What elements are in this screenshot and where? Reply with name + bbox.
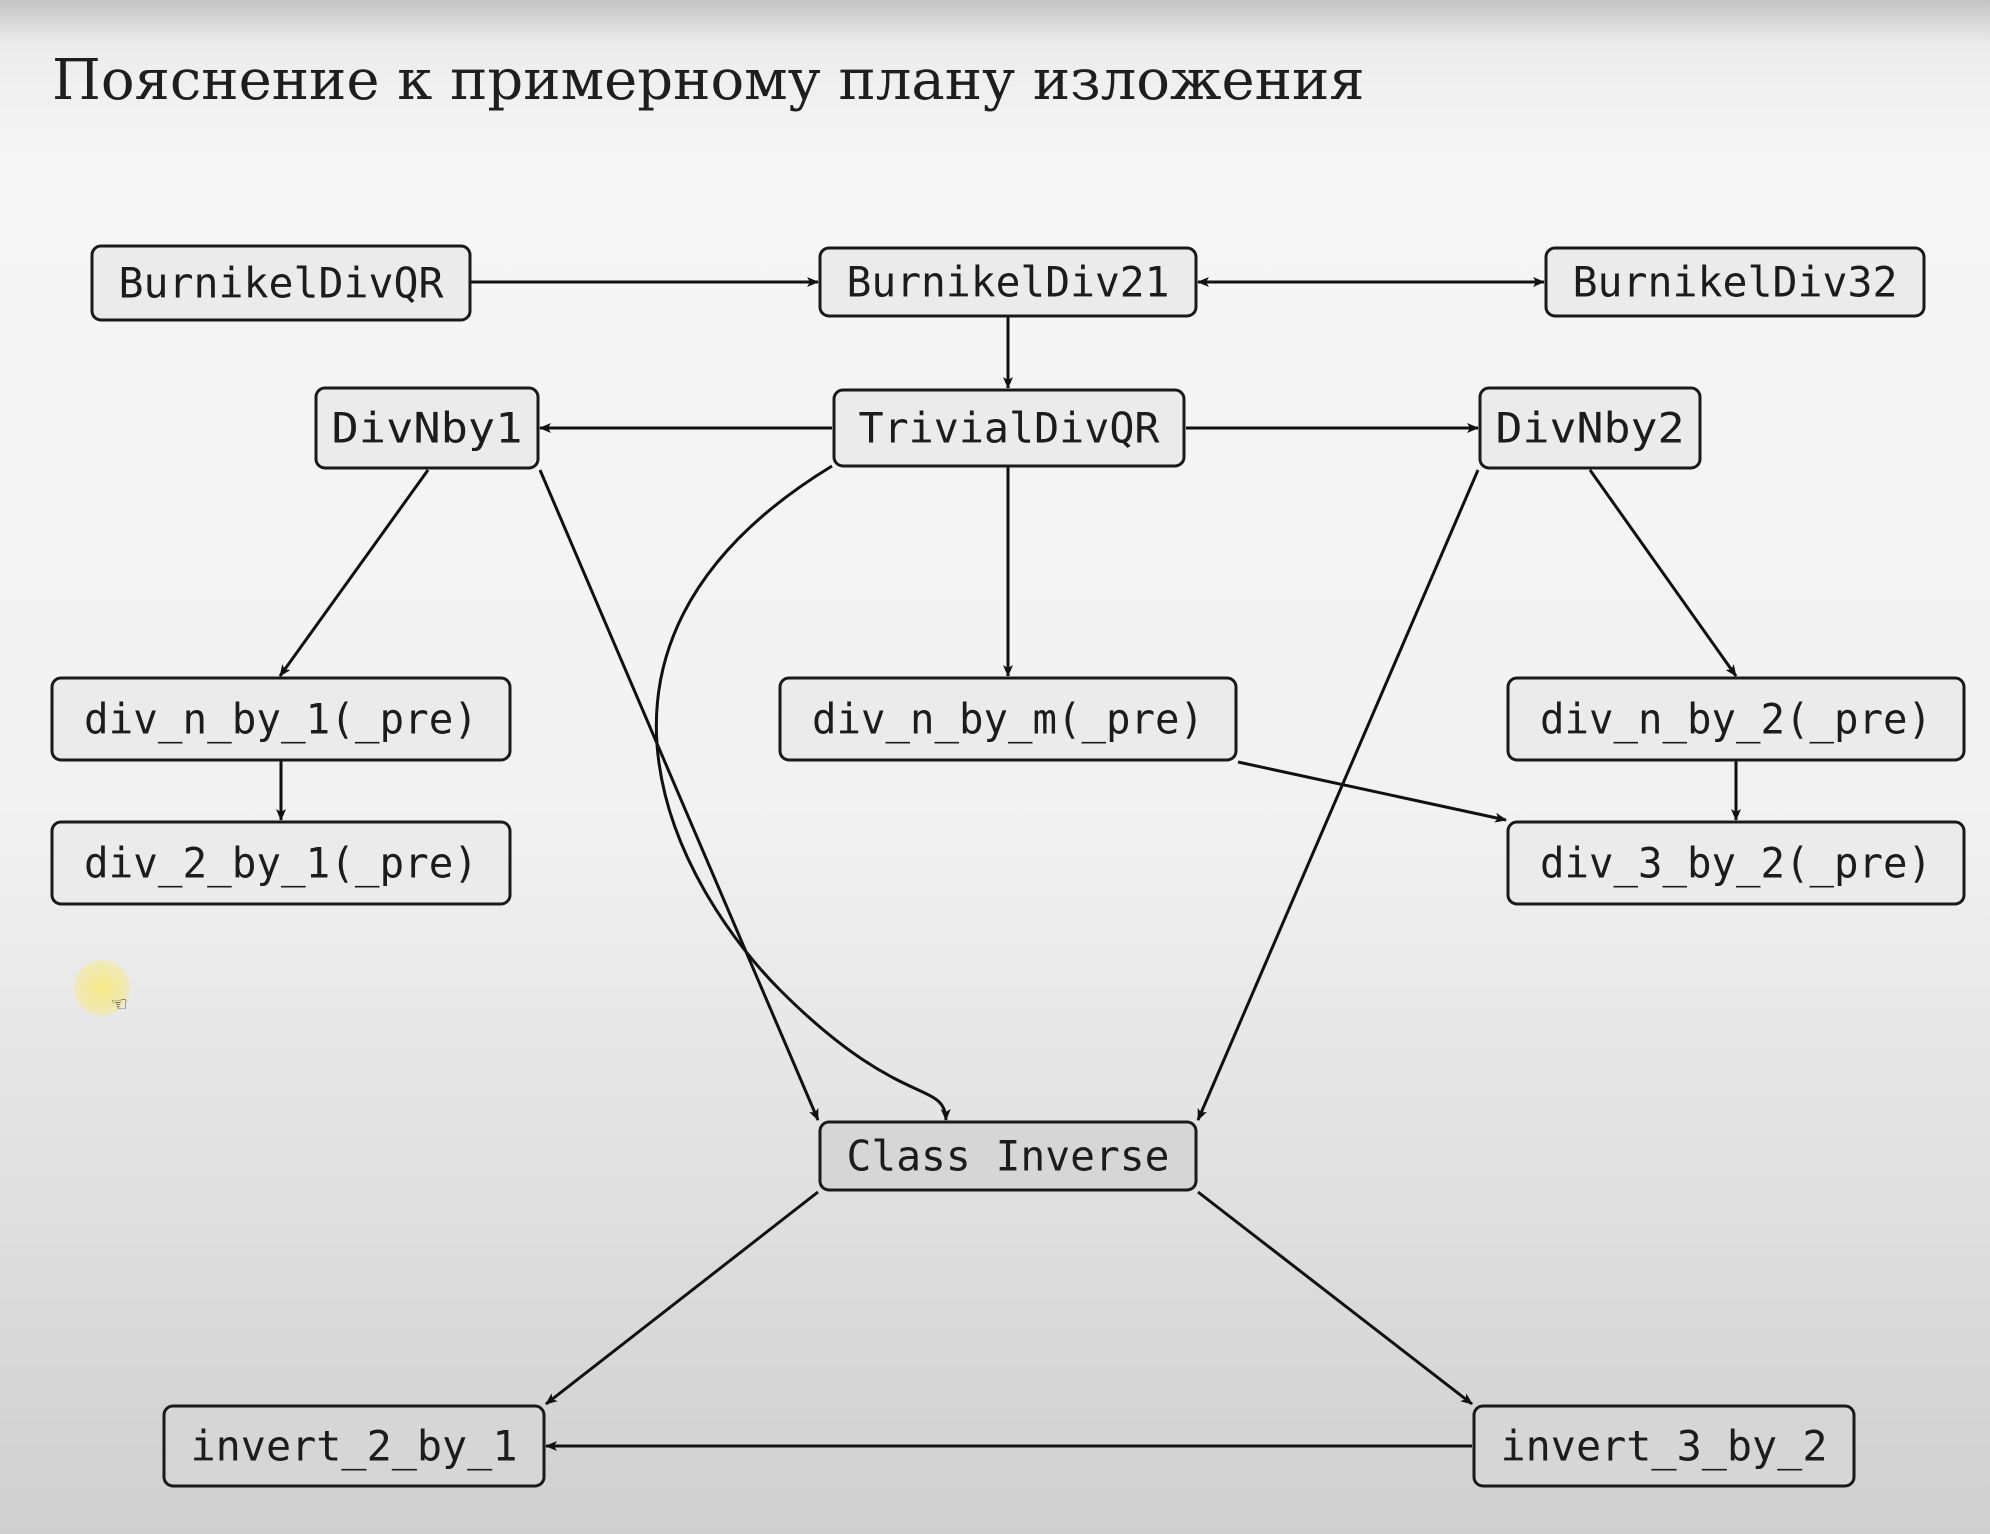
node-box [1506, 676, 1966, 762]
node-invert-3-by-2: invert_3_by_2 [1472, 1404, 1856, 1488]
node-box [818, 246, 1198, 318]
node-div-nby2: DivNby2 [1478, 386, 1702, 470]
node-box [314, 386, 540, 470]
node-box [90, 244, 472, 322]
node-box [1472, 1404, 1856, 1488]
node-box [1506, 820, 1966, 906]
edge-class-inverse-to-invert-2-by-1 [545, 1190, 819, 1406]
node-burnikel-div21: BurnikelDiv21 [818, 246, 1198, 318]
node-label: div_n_by_m(_pre) [812, 695, 1204, 744]
node-burnikel-div-qr: BurnikelDivQR [90, 244, 472, 322]
node-class-inverse: Class Inverse [818, 1120, 1198, 1192]
edge-div-nby2-to-div-n-by-2-pre [1588, 469, 1738, 677]
node-div-3-by-2-pre: div_3_by_2(_pre) [1506, 820, 1966, 906]
node-box [1478, 386, 1702, 470]
edge-div-nby1-to-class-inverse [538, 469, 820, 1121]
node-label: div_n_by_1(_pre) [84, 695, 478, 744]
node-label: invert_2_by_1 [191, 1422, 518, 1471]
node-burnikel-div32: BurnikelDiv32 [1544, 246, 1926, 318]
node-box [778, 676, 1238, 762]
edge-div-nby1-to-div-n-by-1-pre [278, 469, 430, 677]
edge-div-nby2-to-class-inverse [1196, 469, 1480, 1121]
slide-title: Пояснение к примерному плану изложения [52, 48, 1365, 113]
node-box [818, 1120, 1198, 1192]
node-div-2-by-1-pre: div_2_by_1(_pre) [50, 820, 512, 906]
node-trivial-div-qr: TrivialDivQR [832, 388, 1186, 468]
edge-class-inverse-to-invert-3-by-2 [1197, 1190, 1473, 1406]
node-label: DivNby1 [332, 404, 523, 453]
node-label: BurnikelDiv21 [847, 258, 1170, 307]
node-layer: BurnikelDivQR BurnikelDiv21 BurnikelDiv32D… [50, 244, 1966, 1488]
node-label: BurnikelDiv32 [1573, 258, 1898, 307]
node-label: div_n_by_2(_pre) [1540, 695, 1932, 744]
node-div-n-by-m-pre: div_n_by_m(_pre) [778, 676, 1238, 762]
cursor-highlight [74, 960, 130, 1016]
edge-div-n-by-m-pre-to-div-3-by-2-pre [1237, 760, 1507, 823]
edge-layer [276, 277, 1741, 1451]
node-box [50, 820, 512, 906]
node-div-n-by-2-pre: div_n_by_2(_pre) [1506, 676, 1966, 762]
node-box [832, 388, 1186, 468]
node-label: BurnikelDivQR [119, 259, 445, 308]
node-label: DivNby2 [1496, 404, 1685, 453]
node-box [50, 676, 512, 762]
edge-trivial-div-qr-to-class-inverse [654, 464, 951, 1121]
node-invert-2-by-1: invert_2_by_1 [162, 1404, 546, 1488]
node-label: div_3_by_2(_pre) [1540, 839, 1932, 888]
node-div-nby1: DivNby1 [314, 386, 540, 470]
node-box [162, 1404, 546, 1488]
node-label: div_2_by_1(_pre) [84, 839, 478, 888]
node-label: Class Inverse [847, 1132, 1170, 1181]
hand-cursor-icon: ☜ [112, 990, 127, 1018]
node-div-n-by-1-pre: div_n_by_1(_pre) [50, 676, 512, 762]
node-box [1544, 246, 1926, 318]
node-label: invert_3_by_2 [1501, 1422, 1828, 1471]
node-label: TrivialDivQR [859, 404, 1161, 453]
